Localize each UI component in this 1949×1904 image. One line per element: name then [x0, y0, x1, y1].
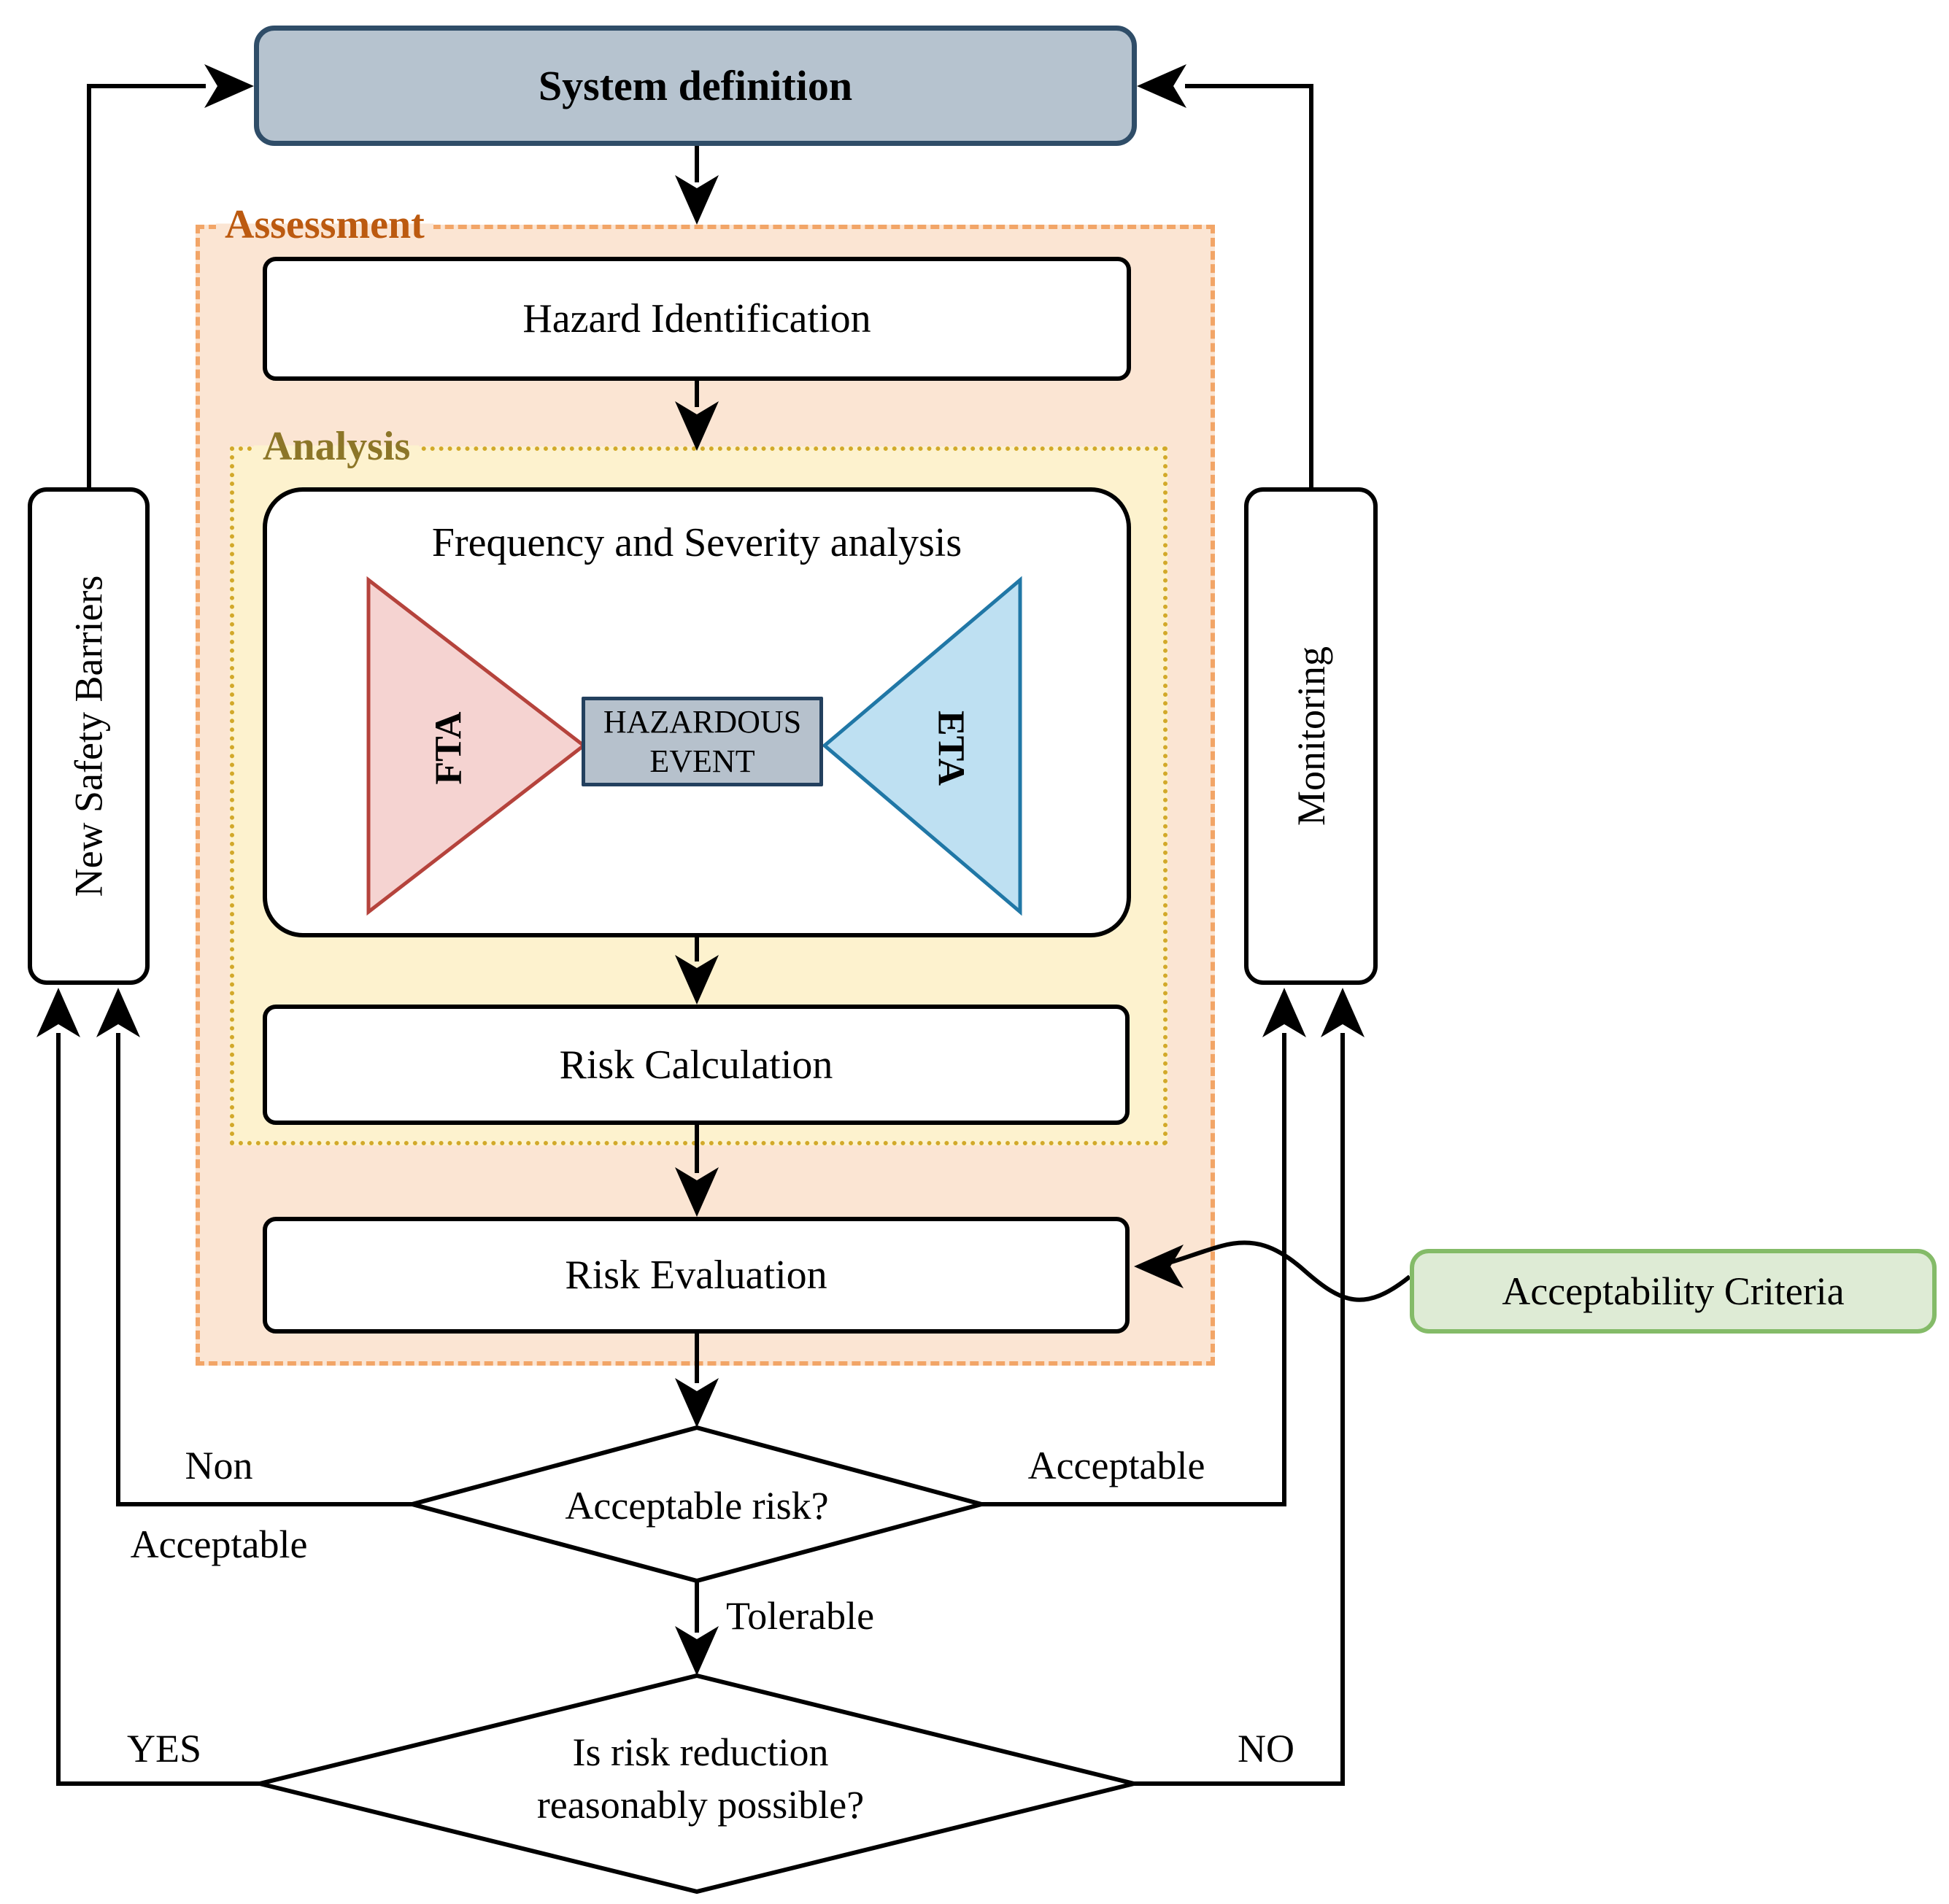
assessment-label: Assessment [216, 201, 433, 248]
flow-nsb-to-sysdef [87, 84, 206, 487]
edge-label-yes: YES [126, 1727, 201, 1771]
arrowhead-up-icon [96, 988, 140, 1037]
arrowhead-down-icon [675, 1378, 719, 1428]
arrowhead-right-icon [204, 64, 254, 108]
edge-label-non-acceptable: Acceptable [130, 1522, 308, 1566]
decision-risk-reduction-diamond [259, 1673, 1135, 1895]
hazardous-event-line2: EVENT [649, 743, 755, 779]
flow-yes [56, 1033, 260, 1786]
flow-criteria-to-riskeval [1165, 1240, 1411, 1302]
eta-triangle-icon [822, 576, 1022, 916]
hazardous-event-line1: HAZARDOUS [603, 703, 802, 740]
decision-risk-reduction-line1: Is risk reduction [572, 1730, 829, 1774]
edge-label-tolerable: Tolerable [726, 1594, 875, 1638]
arrowhead-down-icon [675, 955, 719, 1005]
acceptability-criteria-node: Acceptability Criteria [1410, 1249, 1937, 1334]
arrowhead-left-icon [1134, 1245, 1184, 1288]
hazardous-event-node: HAZARDOUS EVENT [582, 697, 823, 786]
analysis-label: Analysis [254, 423, 420, 470]
risk-evaluation-node: Risk Evaluation [263, 1217, 1130, 1334]
arrowhead-down-icon [675, 175, 719, 225]
decision-acceptable-risk-label: Acceptable risk? [565, 1484, 829, 1528]
arrowhead-down-icon [675, 401, 719, 451]
flow-acceptable [981, 1033, 1286, 1506]
arrowhead-down-icon [675, 1167, 719, 1217]
edge-label-no: NO [1238, 1727, 1294, 1771]
edge-label-non: Non [185, 1444, 253, 1487]
hazard-identification-node: Hazard Identification [263, 257, 1131, 381]
arrowhead-up-icon [1262, 988, 1306, 1037]
decision-risk-reduction-label: Is risk reduction reasonably possible? [485, 1726, 916, 1831]
fta-label: FTA [428, 711, 470, 785]
risk-calculation-node: Risk Calculation [263, 1005, 1130, 1125]
arrowhead-up-icon [1321, 988, 1365, 1037]
fta-triangle-icon [366, 576, 587, 916]
risk-calculation-label: Risk Calculation [559, 1042, 833, 1088]
system-definition-node: System definition [254, 26, 1137, 146]
risk-evaluation-label: Risk Evaluation [565, 1253, 827, 1298]
hazard-identification-label: Hazard Identification [522, 296, 871, 341]
decision-risk-reduction-line2: reasonably possible? [536, 1783, 865, 1827]
system-definition-label: System definition [538, 61, 853, 109]
arrowhead-down-icon [675, 1626, 719, 1676]
flow-no [1134, 1033, 1345, 1786]
edge-label-acceptable: Acceptable [1027, 1444, 1205, 1487]
acceptability-criteria-label: Acceptability Criteria [1502, 1269, 1845, 1313]
eta-label: ETA [930, 710, 972, 786]
frequency-severity-label: Frequency and Severity analysis [431, 520, 962, 565]
flow-non-acceptable [116, 1033, 412, 1506]
decision-acceptable-risk-diamond [404, 1425, 990, 1584]
monitoring-node: Monitoring [1244, 487, 1378, 985]
flow-monitoring-to-sysdef [1185, 84, 1313, 487]
arrowhead-left-icon [1137, 64, 1186, 108]
new-safety-barriers-node: New Safety Barriers [28, 487, 150, 985]
arrowhead-up-icon [36, 988, 80, 1037]
